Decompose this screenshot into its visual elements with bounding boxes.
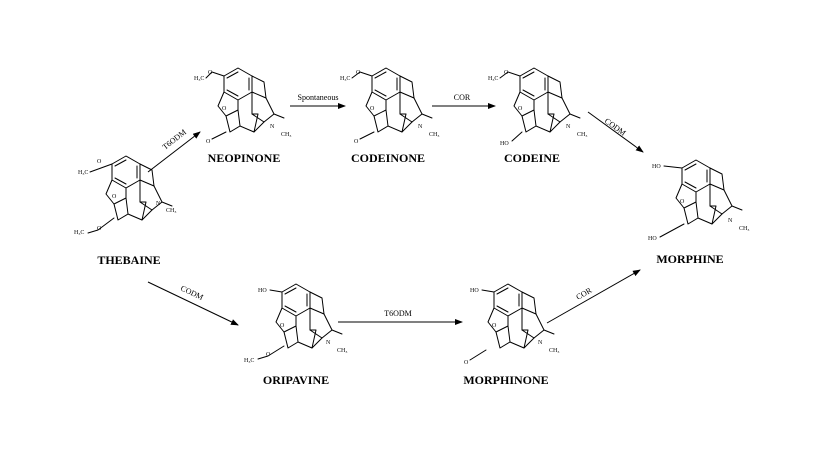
svg-text:CH₃: CH₃ (739, 226, 749, 232)
arrow-thebaine-oripavine (147, 281, 239, 326)
morphine-label: MORPHINE (656, 252, 723, 266)
svg-text:HO: HO (652, 164, 661, 170)
svg-text:O: O (208, 70, 213, 76)
svg-text:N: N (538, 340, 543, 346)
svg-text:O: O (492, 323, 497, 329)
svg-text:N: N (326, 340, 331, 346)
svg-text:H₃C: H₃C (488, 76, 498, 82)
svg-text:O: O (356, 70, 361, 76)
svg-text:O: O (112, 194, 117, 200)
svg-text:H₃C: H₃C (340, 76, 350, 82)
enzyme-codm-upper: CODM (603, 116, 628, 137)
svg-text:CH₃: CH₃ (577, 132, 587, 138)
svg-text:O: O (680, 199, 685, 205)
thebaine-structure: H₃C O O H₃C O N CH₃ (74, 155, 176, 236)
enzyme-t6odm-upper: T6ODM (161, 128, 188, 152)
svg-text:O: O (464, 360, 469, 366)
svg-text:CH₃: CH₃ (166, 208, 176, 214)
neopinone-structure: H₃C O O O N CH₃ (194, 67, 291, 145)
svg-text:O: O (222, 106, 227, 112)
arrow-codeine-morphine (587, 111, 644, 153)
oripavine-structure: HO O H₃C O N CH₃ (244, 283, 347, 364)
enzyme-cor-upper: COR (454, 93, 471, 102)
enzyme-t6odm-lower: T6ODM (384, 309, 412, 318)
svg-text:CH₃: CH₃ (429, 132, 439, 138)
enzyme-spontaneous: Spontaneous (298, 93, 339, 102)
oripavine-label: ORIPAVINE (263, 373, 329, 387)
svg-text:O: O (266, 352, 271, 358)
svg-text:O: O (206, 139, 211, 145)
arrow-morphinone-morphine (546, 269, 641, 324)
svg-text:O: O (354, 139, 359, 145)
svg-text:O: O (280, 323, 285, 329)
svg-text:O: O (370, 106, 375, 112)
thebaine-o-label: O (97, 159, 102, 165)
svg-text:H₃C: H₃C (78, 170, 88, 176)
svg-text:H₃C: H₃C (194, 76, 204, 82)
morphine-structure: HO O HO N CH₃ (648, 159, 749, 242)
svg-text:O: O (518, 106, 523, 112)
svg-text:N: N (418, 124, 423, 130)
morphinone-structure: HO O O N CH₃ (464, 283, 559, 366)
svg-text:HO: HO (258, 288, 267, 294)
svg-text:N: N (566, 124, 571, 130)
enzyme-cor-lower: COR (575, 285, 594, 301)
svg-text:CH₃: CH₃ (281, 132, 291, 138)
neopinone-label: NEOPINONE (208, 151, 281, 165)
codeinone-label: CODEINONE (351, 151, 425, 165)
codeinone-structure: H₃C O O O N CH₃ (340, 67, 439, 145)
codeine-structure: H₃C O O HO N CH₃ (488, 67, 587, 147)
svg-text:CH₃: CH₃ (337, 348, 347, 354)
thebaine-label: THEBAINE (97, 253, 160, 267)
svg-text:H₃C: H₃C (244, 358, 254, 364)
svg-text:N: N (270, 124, 275, 130)
svg-text:N: N (728, 218, 733, 224)
svg-text:HO: HO (500, 141, 509, 147)
arrow-thebaine-neopinone (147, 131, 201, 173)
svg-text:N: N (156, 201, 161, 207)
svg-text:HO: HO (648, 236, 657, 242)
svg-text:CH₃: CH₃ (549, 348, 559, 354)
svg-text:H₃C: H₃C (74, 230, 84, 236)
svg-text:HO: HO (470, 288, 479, 294)
codeine-label: CODEINE (504, 151, 560, 165)
svg-text:O: O (97, 226, 102, 232)
morphinone-label: MORPHINONE (463, 373, 548, 387)
svg-text:O: O (504, 70, 509, 76)
